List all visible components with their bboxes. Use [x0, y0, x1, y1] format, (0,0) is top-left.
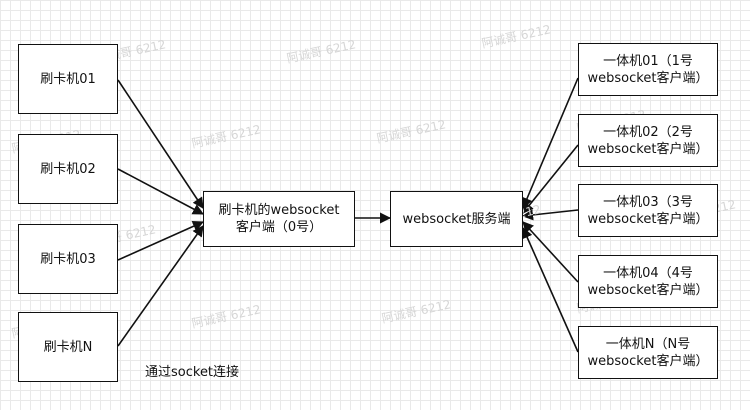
edge-terminal04-to-server: [522, 221, 579, 283]
edge-terminal03-to-server: [521, 209, 579, 221]
card-reader-n-label: 刷卡机N: [43, 339, 93, 355]
card-reader-client-label: 刷卡机的websocket 客户端（0号）: [218, 203, 340, 235]
terminal-03-node: 一体机03（3号 websocket客户端）: [578, 184, 718, 237]
card-reader-n-node: 刷卡机N: [18, 312, 118, 382]
card-reader-02-node: 刷卡机02: [18, 134, 118, 204]
card-reader-client-node: 刷卡机的websocket 客户端（0号）: [203, 191, 355, 247]
card-reader-01-label: 刷卡机01: [40, 71, 96, 87]
terminal-n-label: 一体机N（N号 websocket客户端）: [587, 336, 709, 369]
card-reader-02-label: 刷卡机02: [40, 161, 96, 177]
edge-card02-to-client: [117, 168, 204, 215]
terminal-04-label: 一体机04（4号 websocket客户端）: [587, 265, 709, 298]
terminal-03-label: 一体机03（3号 websocket客户端）: [587, 194, 709, 227]
edge-terminalN-to-server: [521, 226, 579, 353]
edge-terminal01-to-server: [521, 77, 579, 210]
edge-card01-to-client: [117, 79, 204, 209]
card-reader-03-node: 刷卡机03: [18, 224, 118, 294]
terminal-n-node: 一体机N（N号 websocket客户端）: [578, 326, 718, 379]
terminal-01-label: 一体机01（1号 websocket客户端）: [587, 53, 709, 86]
edge-card03-to-client: [117, 221, 205, 261]
websocket-server-label: websocket服务端: [402, 211, 511, 227]
edge-cardN-to-client: [117, 225, 204, 347]
terminal-02-node: 一体机02（2号 websocket客户端）: [578, 114, 718, 167]
card-reader-03-label: 刷卡机03: [40, 251, 96, 267]
edge-terminal02-to-server: [522, 144, 579, 214]
connection-note: 通过socket连接: [145, 365, 240, 380]
terminal-04-node: 一体机04（4号 websocket客户端）: [578, 255, 718, 308]
terminal-02-label: 一体机02（2号 websocket客户端）: [587, 124, 709, 157]
terminal-01-node: 一体机01（1号 websocket客户端）: [578, 43, 718, 96]
websocket-server-node: websocket服务端: [390, 191, 523, 247]
card-reader-01-node: 刷卡机01: [18, 44, 118, 114]
